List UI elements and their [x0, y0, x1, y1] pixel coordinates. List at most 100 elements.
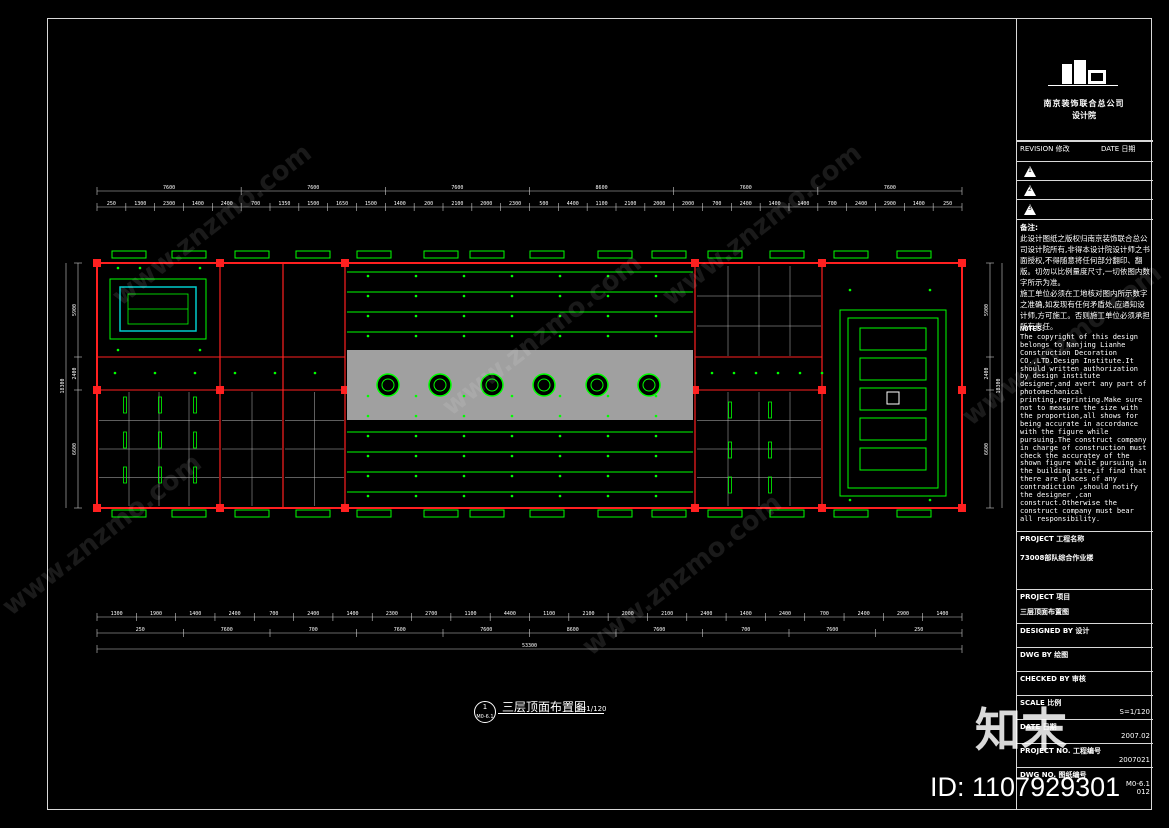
- ceiling-grid: [99, 266, 947, 506]
- top-minor-dim-label: 250: [943, 201, 952, 207]
- checked-row: CHECKED BY 审核: [1017, 671, 1153, 695]
- light-panel: [859, 357, 927, 381]
- bottom-minor-dim-label: 1900: [150, 611, 162, 617]
- notes-en-title: NOTES:: [1020, 325, 1046, 333]
- bottom-major-dim-label: 7600: [480, 627, 492, 633]
- window: [171, 250, 207, 259]
- downlight: [654, 434, 658, 438]
- top-minor-dim-label: 2400: [221, 201, 233, 207]
- rev-mark: 2: [1028, 186, 1032, 193]
- downlight: [462, 314, 466, 318]
- dwg-no-label: DWG NO. 图纸编号: [1020, 771, 1087, 779]
- downlight: [414, 294, 418, 298]
- round-light: [480, 373, 504, 397]
- downlight: [366, 274, 370, 278]
- downlight: [654, 274, 658, 278]
- bottom-minor-dim-label: 2000: [622, 611, 634, 617]
- bottom-major-dim-label: 7600: [221, 627, 233, 633]
- watermark-brand: 知末: [975, 703, 1067, 757]
- downlight: [414, 494, 418, 498]
- diffuser: [886, 391, 900, 405]
- designed-row: DESIGNED BY 设计: [1017, 623, 1153, 647]
- downlight: [606, 434, 610, 438]
- downlight: [462, 454, 466, 458]
- downlight: [510, 274, 514, 278]
- round-light: [637, 373, 661, 397]
- top-minor-dim-label: 1500: [365, 201, 377, 207]
- top-major-dim-label: 7600: [884, 185, 896, 191]
- light-panel: [859, 447, 927, 471]
- bottom-minor-dim-label: 700: [269, 611, 278, 617]
- column: [818, 259, 826, 267]
- downlight: [198, 348, 202, 352]
- top-minor-dim-label: 700: [251, 201, 260, 207]
- downlight: [414, 314, 418, 318]
- bottom-minor-dim-label: 1400: [936, 611, 948, 617]
- company-subtitle: 设计院: [1072, 111, 1096, 120]
- sheet-value: 012: [1136, 788, 1150, 796]
- fluorescent-fixture: [193, 466, 197, 484]
- downlight: [928, 288, 932, 292]
- downlight: [558, 434, 562, 438]
- downlight: [414, 474, 418, 478]
- downlight: [273, 371, 277, 375]
- notes-cn: 备注: 此设计图纸之版权归南京装饰联合总公司设计院所有,非得本设计院设计师之书面…: [1020, 222, 1150, 332]
- downlight: [462, 494, 466, 498]
- downlight: [558, 414, 562, 418]
- top-minor-dim-label: 2300: [163, 201, 175, 207]
- downlight: [558, 494, 562, 498]
- window: [171, 509, 207, 518]
- bottom-minor-dim-label: 2400: [229, 611, 241, 617]
- window: [469, 250, 505, 259]
- bottom-minor-dim-label: 4400: [504, 611, 516, 617]
- scale-label: SCALE 比例: [1020, 699, 1062, 707]
- bottom-major-dim-label: 250: [914, 627, 923, 633]
- downlight: [233, 371, 237, 375]
- top-minor-dim-label: 250: [107, 201, 116, 207]
- bottom-minor-dim-label: 2400: [307, 611, 319, 617]
- column: [216, 259, 224, 267]
- downlight: [113, 371, 117, 375]
- top-minor-dim-label: 2400: [855, 201, 867, 207]
- dwg-by-row: DWG BY 绘图: [1017, 647, 1153, 671]
- lights: [113, 266, 932, 502]
- window: [234, 250, 270, 259]
- window: [469, 509, 505, 518]
- downlight: [654, 314, 658, 318]
- downlight: [116, 348, 120, 352]
- downlight: [606, 474, 610, 478]
- item-name: 三层顶面布置图: [1020, 608, 1069, 616]
- light-panel: [859, 417, 927, 441]
- title-block: REVISION 修改 DATE 日期 1 2 3 PROJECT 工程名称 7…: [1016, 18, 1153, 810]
- column: [216, 504, 224, 512]
- rev-row-1: 1: [1017, 161, 1153, 180]
- light-panel: [859, 387, 927, 411]
- round-light-inner: [485, 378, 499, 392]
- feature-ceiling-inner: [119, 286, 197, 332]
- drawing-scale: S=1/120: [576, 705, 607, 713]
- downlight: [153, 371, 157, 375]
- window: [597, 509, 633, 518]
- downlight: [558, 334, 562, 338]
- revision-triangle-icon: [1024, 185, 1036, 196]
- central-band: [347, 350, 693, 420]
- fluorescent-fixture: [768, 476, 772, 494]
- rev-row-2: 2: [1017, 180, 1153, 199]
- window: [651, 509, 687, 518]
- column: [341, 259, 349, 267]
- fluorescent-fixture: [728, 476, 732, 494]
- column: [691, 504, 699, 512]
- downlight: [606, 454, 610, 458]
- window: [423, 509, 459, 518]
- downlight: [366, 414, 370, 418]
- window: [356, 250, 392, 259]
- project-row: PROJECT 工程名称 73008部队综合作业楼: [1017, 531, 1153, 565]
- downlight: [820, 371, 824, 375]
- downlight: [193, 371, 197, 375]
- fluorescent-fixture: [768, 401, 772, 419]
- outer-wall: [96, 262, 963, 509]
- downlight: [198, 266, 202, 270]
- downlight: [606, 274, 610, 278]
- scale-value: S=1/120: [1119, 708, 1150, 716]
